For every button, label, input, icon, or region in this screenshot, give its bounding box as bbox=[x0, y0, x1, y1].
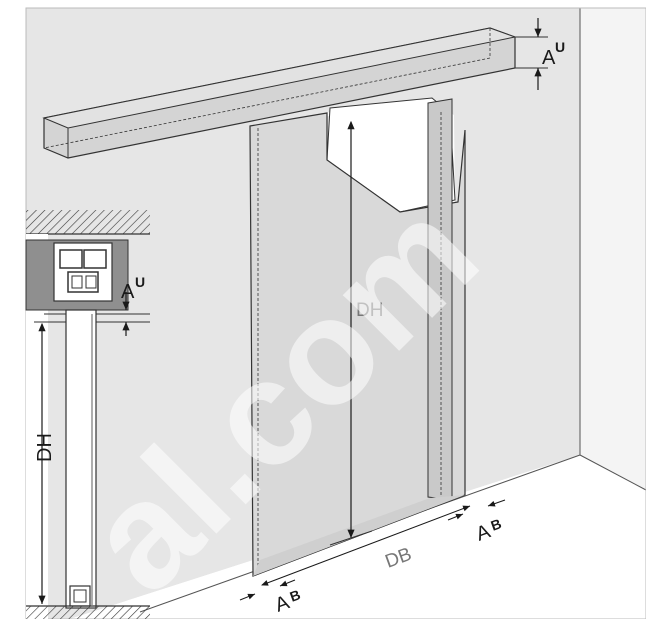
door-height-main-label: DH bbox=[356, 300, 383, 321]
section-door-leaf bbox=[65, 309, 97, 609]
door-height-detail-label: DH bbox=[34, 433, 56, 462]
section-floor-guide bbox=[69, 585, 91, 607]
rail-gap-main-superscript: U bbox=[555, 39, 565, 55]
rail-gap-detail-label: A bbox=[121, 281, 135, 303]
rail-gap-main-label: A bbox=[542, 47, 556, 69]
rail-gap-detail-superscript: U bbox=[135, 274, 145, 290]
dimension-rail-gap-main: A U bbox=[515, 18, 565, 90]
dimension-door-height-detail: DH bbox=[34, 321, 66, 604]
dimension-rail-gap-detail: A U bbox=[121, 274, 145, 336]
